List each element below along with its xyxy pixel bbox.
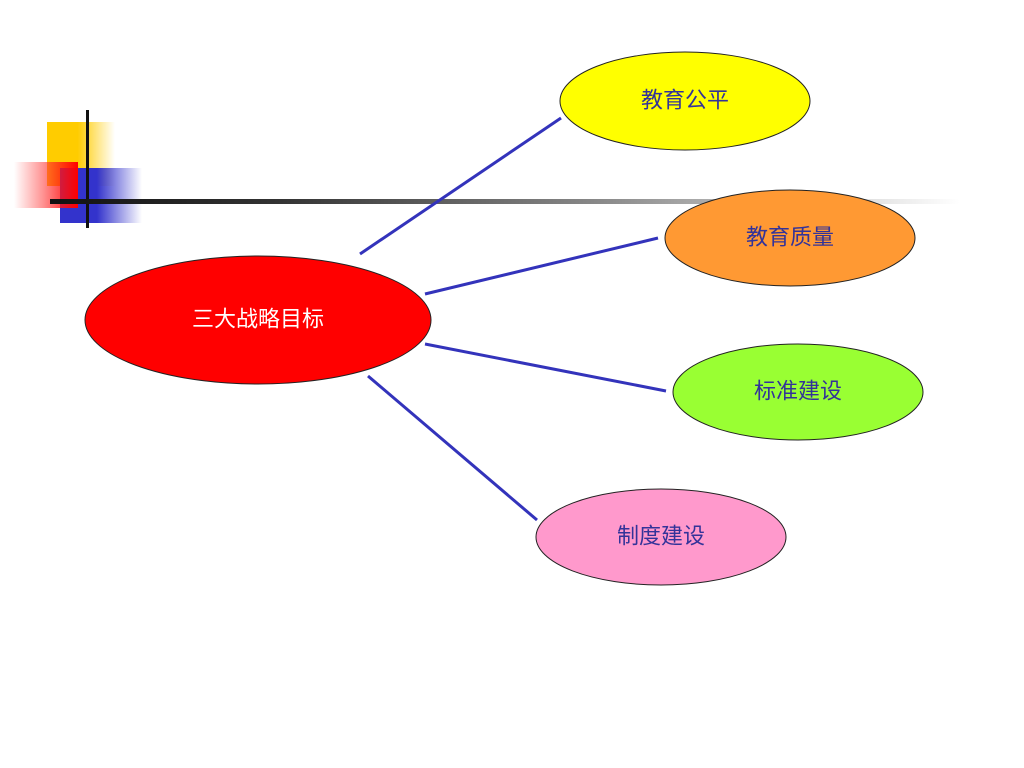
connector-line-3: [424, 342, 667, 393]
decor-horizontal-line: [50, 199, 960, 204]
branch-node-system-building: 制度建设: [535, 488, 787, 586]
branch-node-3-label: 标准建设: [754, 380, 842, 405]
branch-node-1-shape: [559, 51, 811, 151]
center-node-shape: [84, 255, 432, 385]
connector-line-4: [367, 374, 538, 522]
decor-vertical-line: [86, 110, 89, 228]
branch-node-2-label: 教育质量: [746, 226, 834, 251]
branch-node-3-shape: [672, 343, 924, 441]
connector-line-2: [424, 236, 659, 296]
branch-node-2-shape: [664, 189, 916, 287]
connector-line-1: [359, 116, 562, 256]
branch-node-education-quality: 教育质量: [664, 189, 916, 287]
center-node: 三大战略目标: [84, 255, 432, 385]
branch-node-4-shape: [535, 488, 787, 586]
branch-node-education-equity: 教育公平: [559, 51, 811, 151]
branch-node-standards-building: 标准建设: [672, 343, 924, 441]
branch-node-1-label: 教育公平: [641, 89, 729, 114]
branch-node-4-label: 制度建设: [617, 525, 705, 550]
center-node-label: 三大战略目标: [192, 308, 324, 333]
